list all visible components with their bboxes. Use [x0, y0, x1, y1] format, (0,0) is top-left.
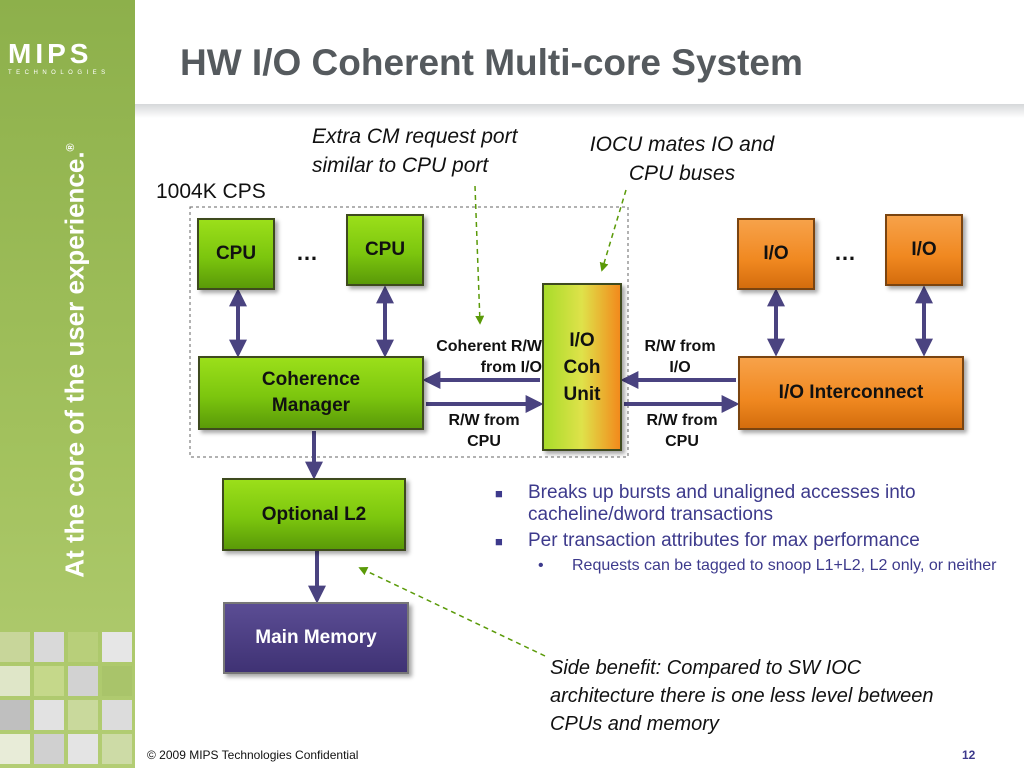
label-rw-from-cpu-right: R/W from CPU — [646, 412, 718, 450]
io-box-1: I/O — [737, 218, 815, 290]
io-ellipsis: … — [834, 240, 856, 265]
tile — [34, 700, 64, 730]
cpu-label: CPU — [364, 239, 406, 260]
tile — [102, 632, 132, 662]
tile — [102, 700, 132, 730]
main-memory-label: Main Memory — [255, 627, 377, 648]
cpu-label: CPU — [215, 243, 257, 264]
dot-bullet-icon: • — [538, 557, 544, 574]
bullet-item: ■ Breaks up bursts and unaligned accesse… — [492, 482, 1002, 526]
square-bullet-icon: ■ — [495, 486, 503, 501]
tile — [0, 700, 30, 730]
note-cm-port: Extra CM request port similar to CPU por… — [312, 125, 518, 177]
tile — [68, 632, 98, 662]
optional-l2-label: Optional L2 — [261, 503, 367, 525]
tile — [68, 734, 98, 764]
io-box-2: I/O — [885, 214, 963, 286]
tile — [68, 666, 98, 696]
tile — [0, 666, 30, 696]
note-pointer-iocu — [599, 189, 627, 272]
cps-boundary — [189, 206, 629, 458]
io-interconnect-label: I/O Interconnect — [778, 382, 924, 403]
footer-copyright: © 2009 MIPS Technologies Confidential — [147, 748, 359, 762]
cps-label: 1004K CPS — [156, 180, 266, 203]
cpu-ellipsis: … — [296, 240, 318, 265]
cpu-box-2: CPU — [346, 214, 424, 286]
coherence-manager-box: Coherence Manager — [198, 356, 424, 430]
optional-l2-box: Optional L2 — [222, 478, 406, 551]
tile — [34, 734, 64, 764]
tile — [102, 666, 132, 696]
main-memory-box: Main Memory — [223, 602, 409, 674]
bullet-text: Per transaction attributes for max perfo… — [528, 530, 920, 551]
bullet-list: ■ Breaks up bursts and unaligned accesse… — [492, 482, 1002, 575]
tile — [34, 666, 64, 696]
label-rw-from-cpu-left: R/W from CPU — [448, 412, 520, 450]
io-label: I/O — [911, 239, 937, 260]
tile — [102, 734, 132, 764]
note-pointer-side-benefit — [358, 567, 546, 657]
tile — [68, 700, 98, 730]
sub-bullet-text: Requests can be tagged to snoop L1+L2, L… — [572, 557, 997, 574]
note-iocu: IOCU mates IO and CPU buses — [589, 133, 775, 185]
page-number: 12 — [962, 748, 976, 762]
mips-logo: MIPS TECHNOLOGIES — [8, 38, 130, 77]
iocu-box: I/O Coh Unit — [542, 283, 622, 451]
note-side-benefit: Side benefit: Compared to SW IOC archite… — [550, 657, 934, 735]
tile — [0, 632, 30, 662]
note-pointer-cm-port — [474, 185, 485, 325]
tile — [34, 632, 64, 662]
title-divider — [135, 104, 1024, 118]
logo-subtext: TECHNOLOGIES — [8, 70, 110, 76]
bullet-text: Breaks up bursts and unaligned accesses … — [528, 482, 916, 525]
label-rw-from-io: R/W from I/O — [644, 338, 716, 376]
io-interconnect-box: I/O Interconnect — [738, 356, 964, 430]
io-label: I/O — [763, 243, 789, 264]
label-coherent-rw: Coherent R/W from I/O — [436, 338, 542, 376]
sub-bullet-item: • Requests can be tagged to snoop L1+L2,… — [492, 556, 1002, 575]
square-bullet-icon: ■ — [495, 534, 503, 549]
bullet-item: ■ Per transaction attributes for max per… — [492, 530, 1002, 552]
coherence-manager-label: Coherence Manager — [261, 369, 361, 416]
iocu-label: I/O Coh Unit — [563, 329, 601, 405]
slide-title: HW I/O Coherent Multi-core System — [180, 42, 803, 83]
tile — [0, 734, 30, 764]
logo-text: MIPS — [8, 38, 93, 69]
cpu-box-1: CPU — [197, 218, 275, 290]
